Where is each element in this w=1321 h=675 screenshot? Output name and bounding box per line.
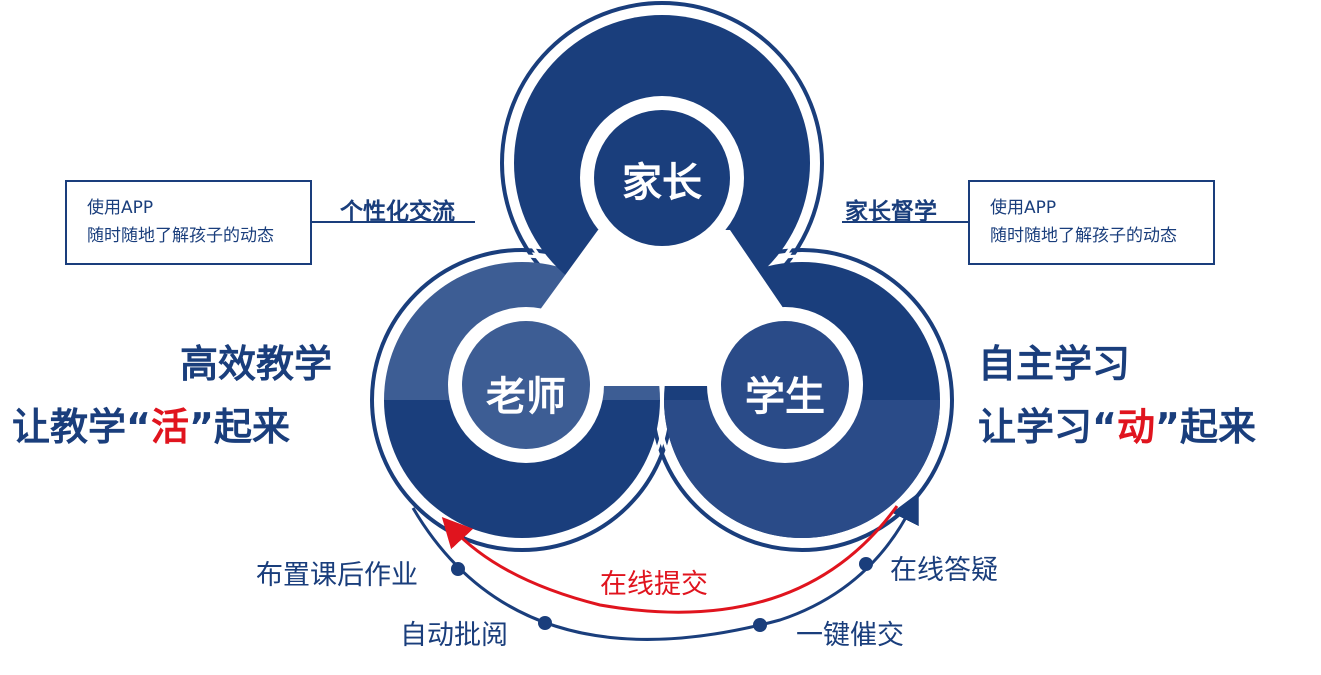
- student-label: 学生: [745, 374, 825, 420]
- step-auto-grade: 自动批阅: [400, 620, 508, 651]
- slogan-right-line2: 让学习“动”起来: [978, 396, 1256, 451]
- slogan-left-post: ”起来: [189, 405, 290, 449]
- link-label-left: 个性化交流: [340, 199, 455, 225]
- slogan-right-line1: 自主学习: [978, 342, 1131, 386]
- info-box-left-line2: 随时随地了解孩子的动态: [87, 226, 274, 246]
- teacher-label: 老师: [486, 374, 566, 420]
- info-box-left: 使用APP 随时随地了解孩子的动态: [65, 180, 312, 265]
- step-online-submit: 在线提交: [600, 569, 708, 600]
- info-box-left-line1: 使用APP: [87, 198, 154, 218]
- parent-node: [594, 110, 730, 246]
- submit-arc: [441, 505, 899, 614]
- slogan-left-line1: 高效教学: [180, 342, 333, 386]
- slogan-right-post: ”起来: [1155, 405, 1256, 449]
- student-node: [721, 321, 849, 449]
- info-box-right-line1: 使用APP: [990, 198, 1057, 218]
- slogan-left-highlight: 活: [150, 405, 189, 449]
- link-label-right: 家长督学: [845, 199, 937, 225]
- slogan-right-highlight: 动: [1116, 405, 1155, 449]
- parent-label: 家长: [622, 160, 702, 206]
- step-dot: [538, 616, 552, 630]
- step-dot: [451, 562, 465, 576]
- slogan-left-line2: 让教学“活”起来: [12, 396, 290, 451]
- step-online-qa: 在线答疑: [890, 555, 998, 586]
- slogan-right-pre: 让学习“: [978, 405, 1117, 449]
- step-dot: [859, 557, 873, 571]
- step-dot: [753, 618, 767, 632]
- step-assign-homework: 布置课后作业: [256, 560, 418, 591]
- step-one-click-remind: 一键催交: [796, 620, 904, 651]
- info-box-right: 使用APP 随时随地了解孩子的动态: [968, 180, 1215, 265]
- info-box-right-line2: 随时随地了解孩子的动态: [990, 226, 1177, 246]
- slogan-left-pre: 让教学“: [12, 405, 151, 449]
- teacher-node: [462, 321, 590, 449]
